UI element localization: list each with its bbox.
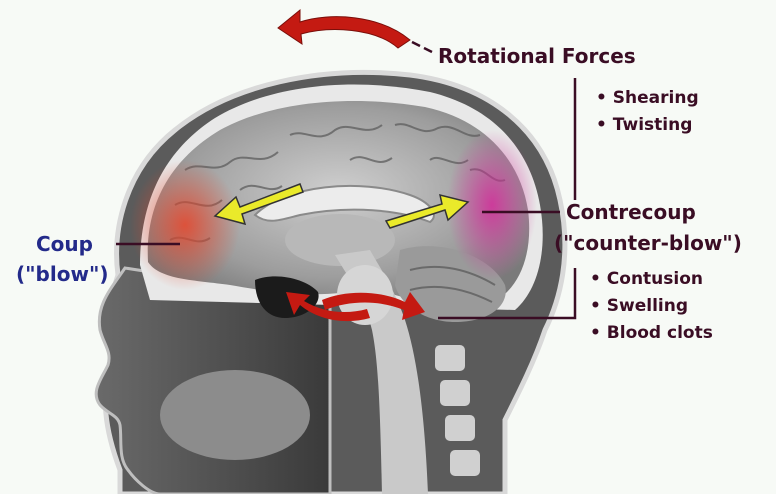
counter-blow-label: ("counter-blow") (554, 231, 742, 255)
leader-lines (116, 40, 577, 320)
impact-arrows (213, 183, 470, 229)
cerebellum-folds (409, 265, 496, 303)
arrow-right-icon (384, 193, 470, 229)
rotational-forces-label: Rotational Forces (438, 44, 636, 68)
rotational-effect-item: • Shearing (596, 88, 699, 108)
rotational-dash-line (411, 40, 433, 54)
rotational-effects-list: • Shearing • Twisting (596, 85, 699, 139)
contrecoup-label: Contrecoup (566, 200, 696, 224)
contrecoup-effect-item: • Swelling (590, 296, 689, 316)
rotation-arrow-bottom-right-icon (322, 292, 425, 320)
contrecoup-bracket-line (438, 268, 577, 320)
rotational-effect-item: • Twisting (596, 115, 693, 135)
arrow-left-icon (213, 183, 304, 226)
contrecoup-injury-area (447, 130, 537, 280)
rotation-arrow-top-icon (277, 8, 411, 49)
brainstem (335, 250, 428, 494)
vertebrae (435, 345, 480, 476)
rotation-arrow-bottom-left-icon (286, 292, 370, 322)
tongue (160, 370, 310, 460)
corpus-callosum (253, 184, 435, 224)
contrecoup-effect-item: • Blood clots (590, 323, 713, 343)
coup-injury-area (130, 160, 240, 290)
sinus-cavity (255, 276, 319, 318)
contrecoup-effect-item: • Contusion (590, 269, 703, 289)
blow-label: ("blow") (16, 262, 109, 286)
contrecoup-effects-list: • Contusion • Swelling • Blood clots (590, 266, 713, 347)
coup-label: Coup (36, 232, 93, 256)
